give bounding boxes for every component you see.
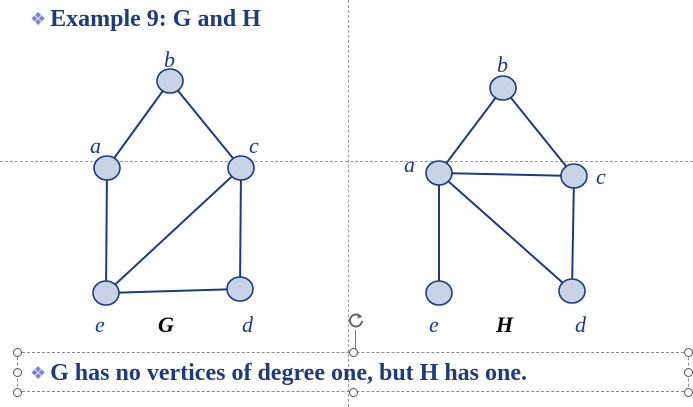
resize-handle-bottom-middle[interactable] xyxy=(349,388,358,397)
label-h-e: e xyxy=(429,312,439,337)
label-g-d: d xyxy=(242,312,254,337)
resize-handle-bottom-right[interactable] xyxy=(684,388,693,397)
node-g-d[interactable] xyxy=(226,276,254,302)
diamond-bullet-icon: ❖ xyxy=(30,9,47,29)
resize-handle-middle-right[interactable] xyxy=(684,368,693,377)
resize-handle-middle-left[interactable] xyxy=(13,368,22,377)
edge-h-a-b xyxy=(438,87,504,174)
edge-h-a-d xyxy=(438,172,573,292)
rotate-stem xyxy=(355,330,356,352)
edge-g-c-e xyxy=(105,167,242,294)
node-h-c[interactable] xyxy=(560,163,588,189)
label-h-d: d xyxy=(575,312,587,337)
caption-text: G has no vertices of degree one, but H h… xyxy=(50,359,528,386)
label-g-e: e xyxy=(95,312,105,337)
node-h-b[interactable] xyxy=(489,75,517,101)
node-h-d[interactable] xyxy=(558,278,586,304)
resize-handle-top-middle[interactable] xyxy=(349,348,358,357)
label-g-c: c xyxy=(249,133,259,158)
label-h-a: a xyxy=(404,152,415,177)
edge-h-b-c xyxy=(502,87,575,177)
node-g-c[interactable] xyxy=(227,155,255,181)
node-h-e[interactable] xyxy=(425,280,453,306)
node-h-a[interactable] xyxy=(425,160,453,186)
edge-h-a-c xyxy=(438,172,575,177)
resize-handle-bottom-left[interactable] xyxy=(13,388,22,397)
caption[interactable]: ❖ G has no vertices of degree one, but H… xyxy=(30,357,527,389)
graph-g[interactable]: b a c e d G xyxy=(90,47,259,337)
edge-g-e-d xyxy=(105,288,241,294)
slide-title[interactable]: ❖ Example 9: G and H xyxy=(30,3,261,35)
node-g-b[interactable] xyxy=(156,68,184,94)
graph-g-name: G xyxy=(158,312,174,337)
edge-g-c-d xyxy=(239,167,242,290)
label-g-a: a xyxy=(90,133,101,158)
resize-handle-top-right[interactable] xyxy=(684,348,693,357)
horizontal-guide xyxy=(0,161,693,162)
edge-h-c-d xyxy=(571,175,575,292)
node-g-a[interactable] xyxy=(93,155,121,181)
resize-handle-top-left[interactable] xyxy=(13,348,22,357)
vertical-guide xyxy=(348,0,349,407)
node-g-e[interactable] xyxy=(92,280,120,306)
edge-g-a-e xyxy=(105,167,108,294)
diamond-bullet-icon: ❖ xyxy=(30,363,47,383)
graph-h[interactable]: b a c e d H xyxy=(404,52,606,337)
slide-title-text: Example 9: G and H xyxy=(50,5,261,32)
label-g-b: b xyxy=(164,47,175,72)
edge-g-a-b xyxy=(106,80,171,169)
rotate-handle-icon[interactable] xyxy=(346,310,366,330)
edge-g-b-c xyxy=(169,80,242,169)
label-h-b: b xyxy=(497,52,508,77)
label-h-c: c xyxy=(596,164,606,189)
graph-h-name: H xyxy=(495,312,514,337)
